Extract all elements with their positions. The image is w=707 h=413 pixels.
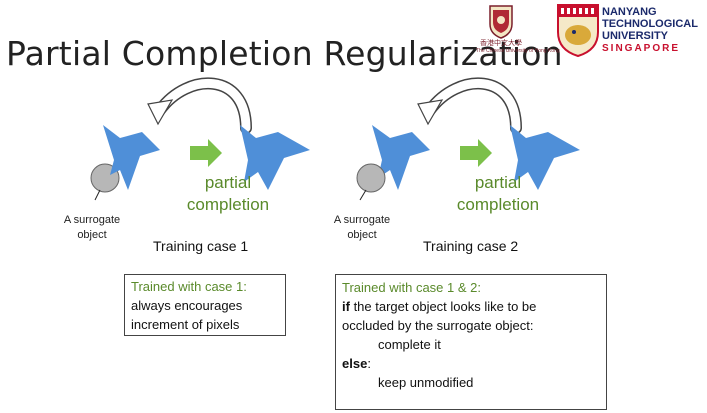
case2-box-else-line: else: [342,354,606,373]
right-arrow-icon [190,139,222,167]
case1-box: Trained with case 1: always encourages i… [124,274,286,336]
case2-box-line2: occluded by the surrogate object: [342,318,534,333]
case2-box-line5: keep unmodified [378,375,474,390]
right-arrow-icon [460,139,492,167]
ntu-logo-icon [557,4,599,58]
case2-surrogate-label-line2: object [347,229,377,241]
plane-shape-icon [372,125,430,190]
case1-completion-label: completion [186,195,270,214]
curved-arrow-icon [417,77,522,134]
ntu-name-line2: TECHNOLOGICAL [602,18,698,30]
cuhk-logo-icon [489,5,513,39]
case2-box-line3: complete it [378,337,441,352]
case2-box: Trained with case 1 & 2: if the target o… [335,274,607,410]
case1-box-line1: always encourages [131,298,243,313]
ntu-name-line3: UNIVERSITY [602,30,669,42]
case1-surrogate-label-line1: A surrogate [63,214,121,226]
case2-box-if-line: if the target object looks like to be [342,297,606,316]
plane-shape-icon [240,125,310,190]
case1-box-title: Trained with case 1: [131,279,247,294]
case1-box-line2: increment of pixels [131,317,240,332]
case1-partial-label: partial [204,173,252,192]
case2-box-if-rest: the target object looks like to be [349,299,537,314]
plane-shape-icon [510,125,580,190]
cuhk-english-name: The Chinese University of Hong Kong [476,48,560,54]
case1-caption: Training case 1 [153,238,249,254]
ntu-singapore: SINGAPORE [602,43,681,54]
case2-caption: Training case 2 [423,238,519,254]
surrogate-pointer [94,189,101,201]
slide-title: Partial Completion Regularization [6,34,563,73]
if-keyword: if [342,299,350,314]
curved-arrow-icon [147,77,252,134]
surrogate-object-circle [356,163,386,193]
case2-partial-label: partial [474,173,522,192]
surrogate-pointer [359,189,367,201]
plane-shape-icon [103,125,160,190]
case1-surrogate-label-line2: object [77,229,107,241]
cuhk-chinese-name: 香港中文大學 [480,39,522,47]
case2-box-title: Trained with case 1 & 2: [342,280,481,295]
else-keyword: else [342,356,368,371]
case2-surrogate-label-line1: A surrogate [333,214,391,226]
case2-completion-label: completion [456,195,540,214]
case2-box-else-rest: : [367,356,371,371]
ntu-name-line1: NANYANG [602,6,657,18]
